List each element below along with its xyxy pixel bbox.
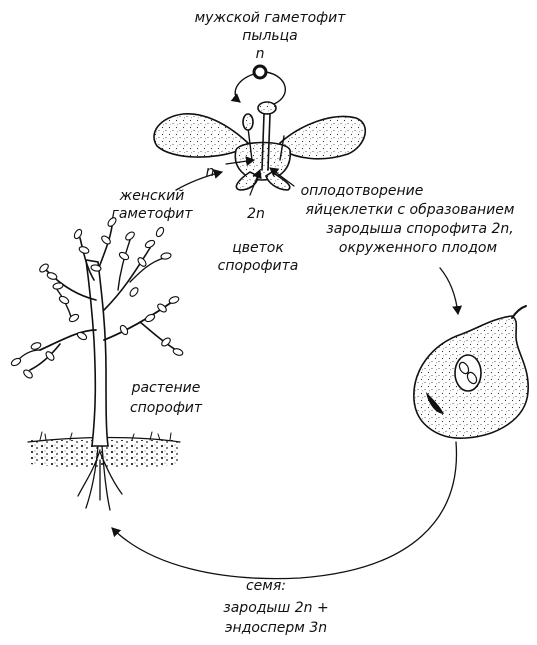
labels: мужской гаметофит пыльца n n женский гам…: [111, 10, 514, 636]
flower-petal-left: [153, 113, 250, 158]
flower-stigma: [257, 101, 277, 115]
label-flower: цветок: [232, 240, 284, 256]
label-ploidy-n-top: n: [256, 46, 265, 62]
label-male-gametophyte: мужской гаметофит: [195, 10, 347, 26]
flower-style-2: [267, 113, 271, 171]
soil: [30, 440, 178, 469]
label-plant-sporophyte: спорофит: [130, 400, 203, 416]
label-seed-endosperm: эндосперм 3n: [225, 620, 327, 636]
flower-sepal-left: [235, 171, 259, 191]
tree-trunk: [85, 259, 109, 447]
tree-icon: [10, 217, 184, 511]
flower-style: [261, 113, 265, 171]
arrow-pollen-loop: [265, 71, 286, 105]
pear-stem: [511, 305, 527, 319]
flower-icon: [153, 101, 367, 196]
flower-petal-right: [279, 115, 367, 160]
flower-stamen-filament: [247, 127, 253, 161]
pollen-grain-icon: [230, 64, 286, 105]
label-plant: растение: [131, 380, 201, 396]
label-fertilization-1: оплодотворение: [301, 183, 424, 199]
flower-stamen-filament-2: [279, 135, 285, 161]
arrow-2n-to-flower: [249, 169, 262, 196]
label-sporophyte-flower: спорофита: [218, 258, 299, 274]
arrow-n-to-flower: [225, 156, 255, 167]
arrow-fertilization-to-flower: [269, 167, 295, 187]
label-fertilization-3: зародыша спорофита 2n,: [326, 221, 513, 237]
label-fertilization-2: яйцеклетки с образованием: [306, 202, 515, 218]
pear-cut: [426, 392, 444, 414]
label-pollen: пыльца: [242, 28, 298, 44]
tree-leaves: [10, 217, 184, 379]
label-flower-2n: 2n: [247, 206, 265, 222]
pear-fruit-icon: [413, 305, 529, 439]
label-seed: семя:: [246, 578, 286, 594]
label-ploidy-n-left: n: [206, 164, 215, 180]
arrow-pollen-to-flower: [230, 73, 255, 103]
label-female: женский: [119, 188, 185, 204]
label-seed-embryo: зародыш 2n +: [223, 600, 328, 616]
cycle-arrow-to-seed: [111, 441, 458, 580]
label-female-gametophyte: гаметофит: [111, 206, 193, 222]
label-fertilization-4: окруженного плодом: [339, 240, 498, 256]
cycle-arrow-to-fruit: [439, 267, 463, 315]
flower-anther: [242, 113, 254, 131]
arrow-female-to-flower: [175, 169, 223, 191]
